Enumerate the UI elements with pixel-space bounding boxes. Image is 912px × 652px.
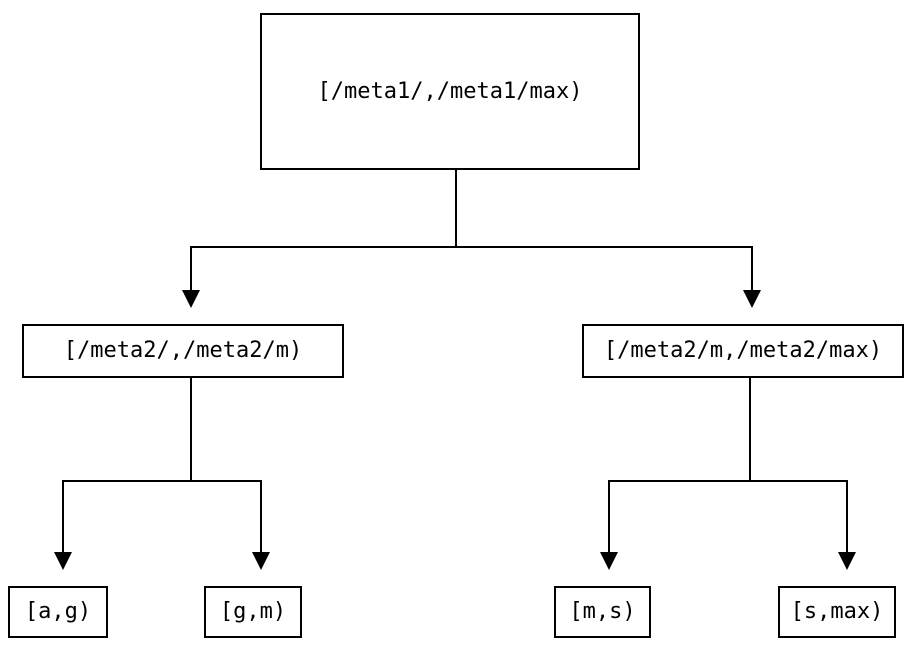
arrowhead-icon (182, 290, 200, 308)
node-root: [/meta1/,/meta1/max) (260, 13, 640, 170)
node-left-subrange: [/meta2/,/meta2/m) (22, 324, 344, 378)
node-leaf-smax: [s,max) (778, 586, 896, 638)
arrowhead-icon (54, 552, 72, 570)
edge-right-branches (608, 480, 848, 552)
node-right-subrange: [/meta2/m,/meta2/max) (582, 324, 904, 378)
arrowhead-icon (252, 552, 270, 570)
arrowheads (54, 290, 856, 570)
node-leaf-ag: [a,g) (8, 586, 108, 638)
arrowhead-icon (600, 552, 618, 570)
arrowhead-icon (743, 290, 761, 308)
edge-root-branches (190, 246, 753, 290)
arrowhead-icon (838, 552, 856, 570)
edge-lines (62, 170, 848, 552)
node-leaf-gm: [g,m) (204, 586, 302, 638)
node-leaf-ms: [m,s) (554, 586, 651, 638)
edge-left-branches (62, 480, 262, 552)
